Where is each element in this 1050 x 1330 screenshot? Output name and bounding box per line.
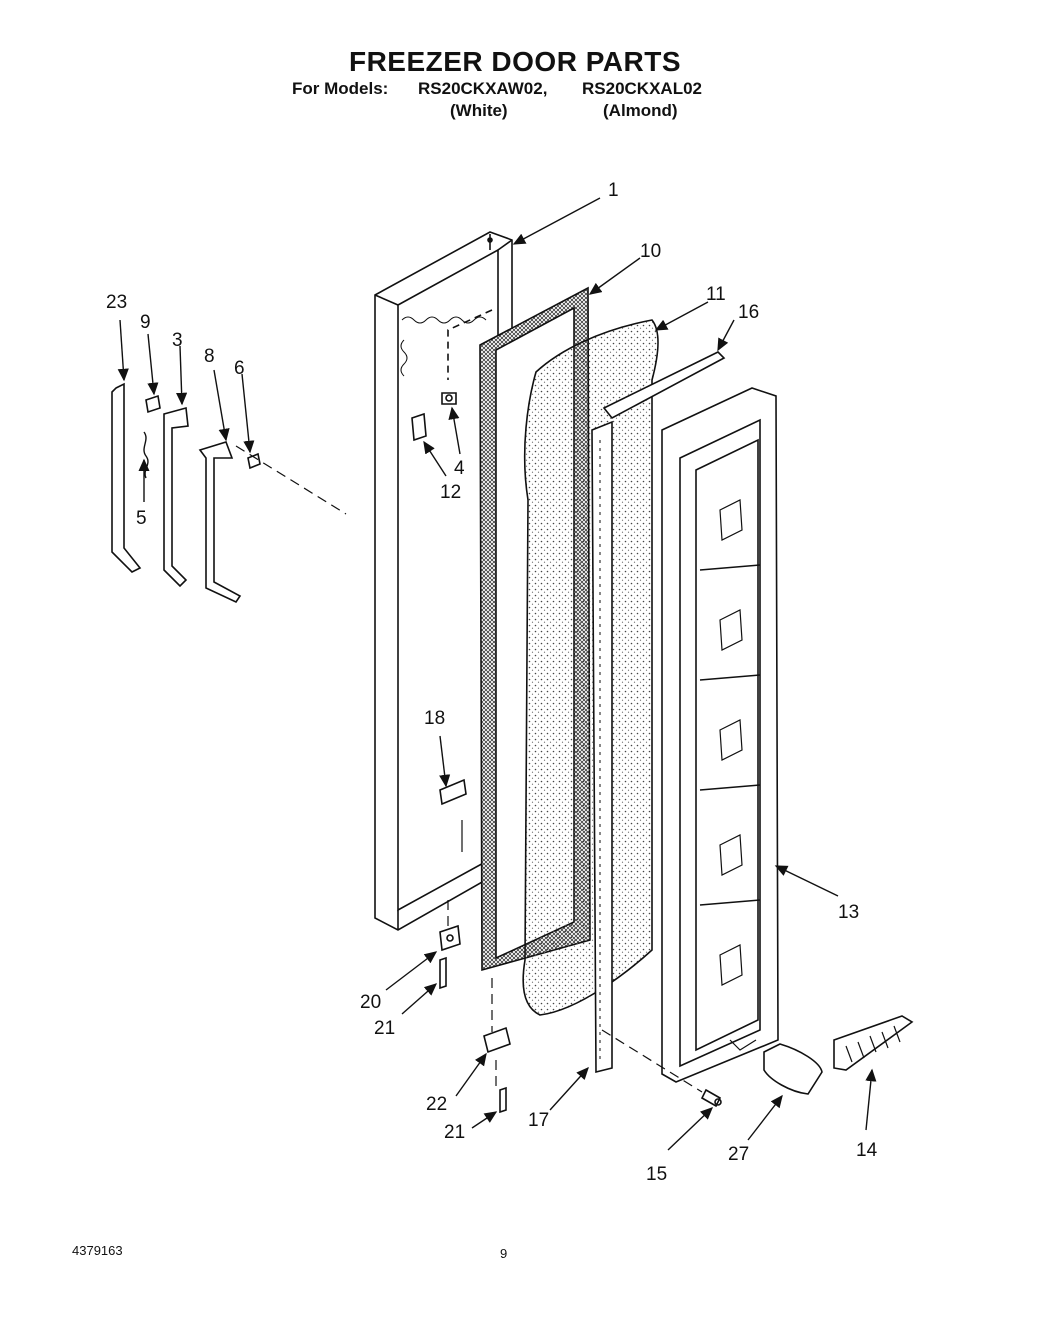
callout-4: 4	[454, 458, 465, 479]
document-number: 4379163	[72, 1243, 123, 1258]
leader-lines	[117, 197, 877, 1151]
callout-6: 6	[234, 358, 245, 379]
variant-white: (White)	[450, 101, 508, 120]
callout-8: 8	[204, 346, 215, 367]
screw-21b	[499, 1086, 507, 1114]
door-bracket	[763, 1043, 823, 1095]
callout-15: 15	[646, 1164, 667, 1185]
callout-14: 14	[856, 1140, 878, 1161]
callout-17: 17	[528, 1110, 549, 1131]
spacer-6	[247, 452, 261, 470]
handle-cap-9	[145, 394, 161, 414]
callout-22: 22	[426, 1094, 447, 1115]
page-number: 9	[500, 1246, 508, 1261]
callout-10: 10	[640, 241, 661, 262]
model-number-white: RS20CKXAW02,	[418, 79, 548, 98]
callout-11: 11	[706, 284, 726, 305]
callout-3: 3	[172, 330, 183, 351]
callout-23: 23	[106, 292, 127, 313]
hinge-20	[439, 924, 461, 952]
handle-3	[163, 406, 189, 588]
inner-door-liner	[661, 387, 779, 1083]
page-title: FREEZER DOOR PARTS	[348, 46, 682, 77]
callout-20: 20	[360, 992, 381, 1013]
callout-labels: 1 10 11 16 23 9 3 8 6 4 12 5 18 13 20 21…	[106, 180, 878, 1185]
assembly-lines	[235, 445, 703, 1093]
variant-almond: (Almond)	[603, 101, 678, 120]
callout-21-upper: 21	[374, 1018, 395, 1039]
callout-1: 1	[608, 180, 619, 201]
bracket-4	[441, 392, 457, 405]
callout-18: 18	[424, 708, 445, 729]
callout-13: 13	[838, 902, 859, 923]
callout-16: 16	[738, 302, 759, 323]
clip-12	[411, 412, 427, 442]
callout-9: 9	[140, 312, 151, 333]
handle-spring-5	[143, 431, 149, 479]
model-number-almond: RS20CKXAL02	[582, 79, 702, 98]
callout-21-lower: 21	[444, 1122, 465, 1143]
foam-insulation	[522, 319, 659, 1016]
hinge-side-strip	[591, 420, 613, 1074]
screw-21a	[439, 956, 447, 990]
callout-27: 27	[728, 1144, 749, 1165]
latch-18	[439, 778, 467, 806]
hinge-22	[483, 1026, 511, 1054]
bottom-grille	[833, 1015, 914, 1071]
screw-15	[700, 1088, 722, 1108]
callout-5: 5	[136, 508, 147, 529]
handle-8	[198, 441, 242, 604]
handle-23	[111, 382, 142, 573]
models-label: For Models:	[292, 79, 389, 98]
door-outer-panel	[374, 231, 513, 931]
top-channel-strip	[602, 351, 726, 420]
callout-12: 12	[440, 482, 461, 503]
